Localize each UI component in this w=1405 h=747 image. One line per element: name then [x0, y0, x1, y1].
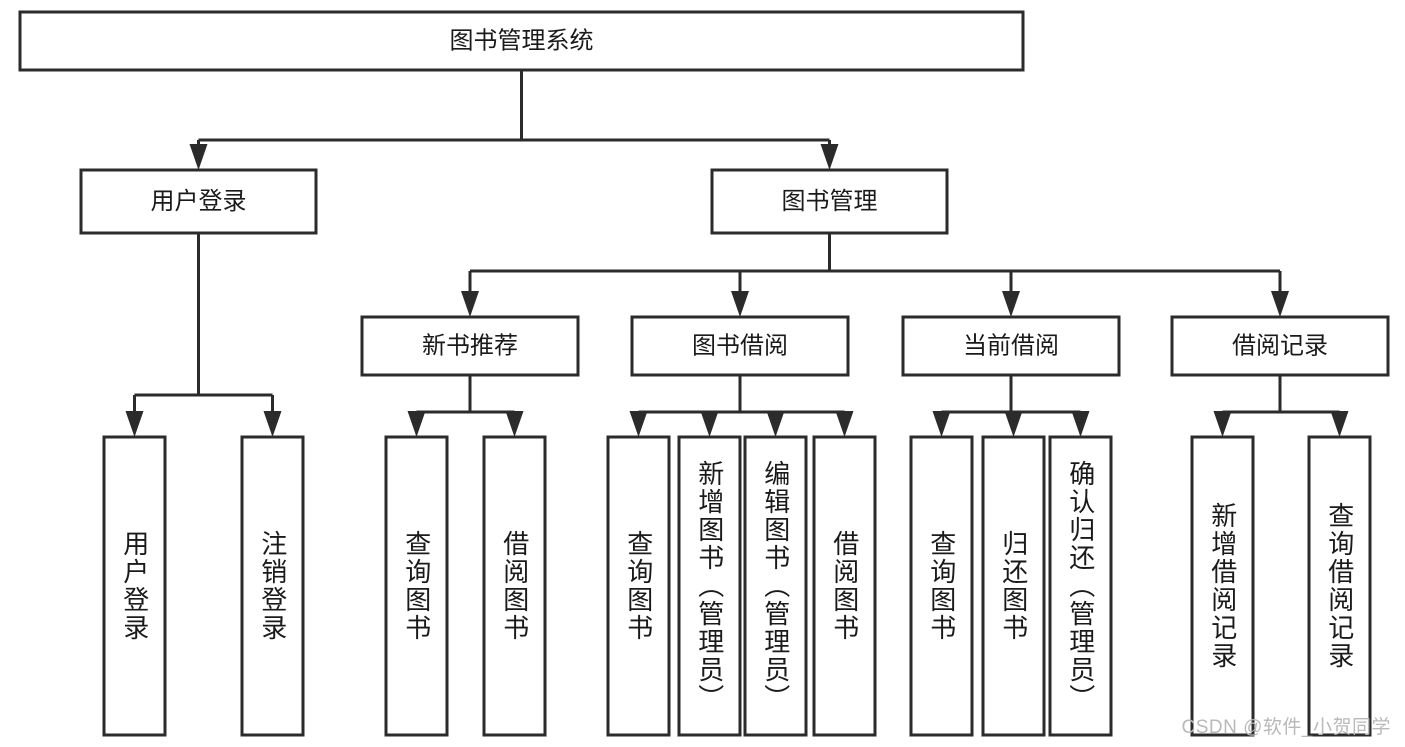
- node-leaf-query-book-new[interactable]: [384, 435, 449, 737]
- node-leaf-add-record[interactable]: [1190, 435, 1255, 737]
- arrow-head-icon: [1213, 411, 1232, 437]
- node-label-current-borrow: 当前借阅: [963, 332, 1059, 359]
- arrow-head-icon: [505, 411, 524, 437]
- arrow-head-icon: [407, 411, 426, 437]
- node-book-borrow[interactable]: 图书借阅: [630, 315, 850, 377]
- arrow-head-icon: [820, 144, 839, 170]
- arrow-head-icon: [932, 411, 951, 437]
- arrow-head-icon: [731, 291, 749, 317]
- node-box-leaf-borrow-book-new: [482, 435, 547, 737]
- arrow-head-icon: [1330, 411, 1349, 437]
- node-box-leaf-query-book-current: [909, 435, 974, 737]
- arrow-head-icon: [766, 411, 785, 437]
- node-leaf-borrow-book[interactable]: [812, 435, 877, 737]
- arrow-head-icon: [1002, 291, 1020, 317]
- arrow-head-icon: [1330, 411, 1349, 437]
- arrow-head-icon: [629, 411, 648, 437]
- node-label-new-book-recommend: 新书推荐: [422, 332, 518, 359]
- arrow-head-icon: [731, 291, 749, 317]
- node-box-leaf-borrow-book: [812, 435, 877, 737]
- arrow-head-icon: [1071, 411, 1090, 437]
- arrow-head-icon: [407, 411, 426, 437]
- arrow-head-icon: [1271, 291, 1289, 317]
- arrow-head-icon: [932, 411, 951, 437]
- node-box-leaf-return-book: [981, 435, 1046, 737]
- node-box-book-manage: [710, 168, 949, 235]
- arrow-head-icon: [1271, 291, 1289, 317]
- arrow-head-icon: [189, 144, 208, 170]
- arrow-head-icon: [835, 411, 854, 437]
- node-box-leaf-add-book: [677, 435, 742, 737]
- node-box-leaf-add-record: [1190, 435, 1255, 737]
- node-box-root: [18, 10, 1025, 72]
- node-box-leaf-user-login: [102, 435, 167, 737]
- arrow-head-icon: [835, 411, 854, 437]
- node-label-root: 图书管理系统: [450, 27, 594, 54]
- arrow-head-icon: [189, 144, 208, 170]
- csdn-watermark: CSDN @软件_小贺同学: [1181, 717, 1391, 738]
- node-label-borrow-record: 借阅记录: [1232, 332, 1328, 359]
- node-box-leaf-query-book-borrow: [606, 435, 671, 737]
- node-leaf-logout[interactable]: [240, 435, 305, 737]
- node-book-manage[interactable]: 图书管理: [710, 168, 949, 235]
- node-leaf-user-login[interactable]: [102, 435, 167, 737]
- arrow-head-icon: [700, 411, 719, 437]
- arrow-head-icon: [820, 144, 839, 170]
- node-label-book-borrow: 图书借阅: [692, 332, 788, 359]
- node-box-user-login: [79, 168, 318, 235]
- node-label-user-login: 用户登录: [151, 188, 247, 215]
- arrow-head-icon: [461, 291, 479, 317]
- node-current-borrow[interactable]: 当前借阅: [901, 315, 1121, 377]
- node-box-leaf-query-record: [1307, 435, 1372, 737]
- node-leaf-borrow-book-new[interactable]: [482, 435, 547, 737]
- arrow-head-icon: [125, 411, 144, 437]
- arrow-head-icon: [1213, 411, 1232, 437]
- node-user-login[interactable]: 用户登录: [79, 168, 318, 235]
- arrow-head-icon: [263, 411, 282, 437]
- arrow-head-icon: [1002, 291, 1020, 317]
- node-box-leaf-edit-book: [743, 435, 808, 737]
- node-leaf-query-book-borrow[interactable]: [606, 435, 671, 737]
- node-leaf-add-book[interactable]: [677, 435, 742, 737]
- connector-layer: [125, 70, 1349, 437]
- node-borrow-record[interactable]: 借阅记录: [1170, 315, 1390, 377]
- node-leaf-confirm-return[interactable]: [1048, 435, 1113, 737]
- arrow-head-icon: [461, 291, 479, 317]
- arrow-head-icon: [1071, 411, 1090, 437]
- node-box-new-book-recommend: [360, 315, 580, 377]
- node-root[interactable]: 图书管理系统: [18, 10, 1025, 72]
- arrow-head-icon: [263, 411, 282, 437]
- node-leaf-query-record[interactable]: [1307, 435, 1372, 737]
- arrow-head-icon: [125, 411, 144, 437]
- arrow-head-icon: [1004, 411, 1023, 437]
- node-new-book-recommend[interactable]: 新书推荐: [360, 315, 580, 377]
- node-box-book-borrow: [630, 315, 850, 377]
- node-box-borrow-record: [1170, 315, 1390, 377]
- arrow-head-icon: [1004, 411, 1023, 437]
- node-label-book-manage: 图书管理: [782, 188, 878, 215]
- node-box-leaf-confirm-return: [1048, 435, 1113, 737]
- arrow-head-icon: [629, 411, 648, 437]
- arrow-head-icon: [700, 411, 719, 437]
- node-leaf-return-book[interactable]: [981, 435, 1046, 737]
- node-leaf-edit-book[interactable]: [743, 435, 808, 737]
- node-box-current-borrow: [901, 315, 1121, 377]
- node-box-leaf-logout: [240, 435, 305, 737]
- arrow-head-icon: [766, 411, 785, 437]
- node-leaf-query-book-current[interactable]: [909, 435, 974, 737]
- arrow-head-icon: [505, 411, 524, 437]
- node-box-leaf-query-book-new: [384, 435, 449, 737]
